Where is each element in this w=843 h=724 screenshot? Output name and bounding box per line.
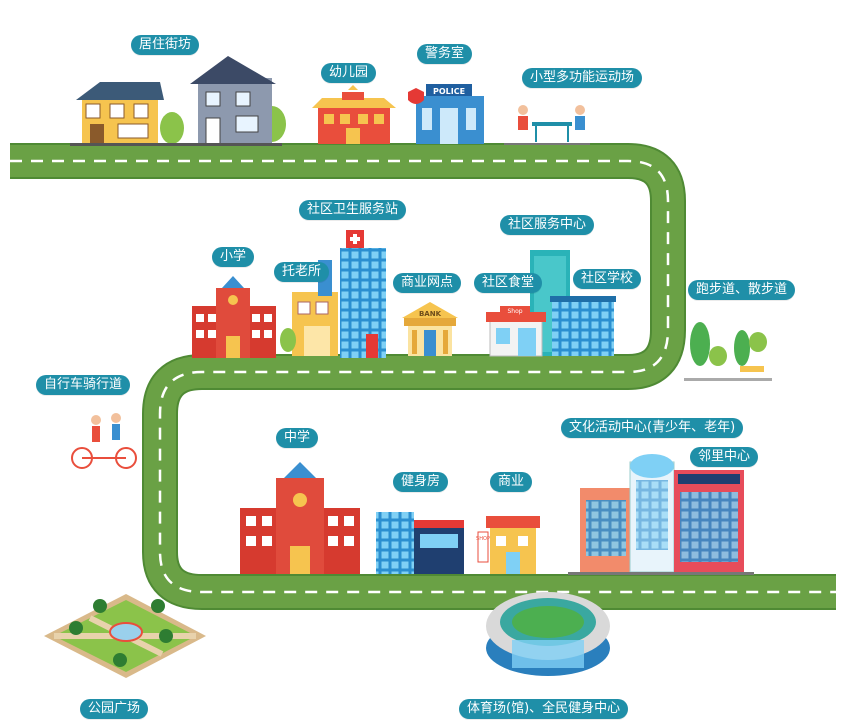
community-school-building bbox=[550, 296, 616, 356]
residential-houses bbox=[70, 56, 286, 146]
park-plaza bbox=[44, 594, 206, 678]
primary-school-building bbox=[192, 276, 276, 358]
kindergarten-building bbox=[312, 85, 396, 144]
stadium bbox=[486, 592, 610, 676]
label-canteen: 社区食堂 bbox=[474, 273, 543, 293]
bank-sign-text: BANK bbox=[419, 310, 442, 318]
health-station-building bbox=[340, 230, 386, 358]
label-gym: 健身房 bbox=[393, 472, 449, 492]
label-culture-center: 文化活动中心(青少年、老年) bbox=[561, 418, 744, 438]
label-middle-school: 中学 bbox=[276, 428, 319, 448]
label-elderly-care: 托老所 bbox=[274, 262, 330, 282]
label-sports-court: 小型多功能运动场 bbox=[522, 68, 643, 88]
shop-sign-text: Shop bbox=[507, 308, 522, 315]
bank-building: BANK bbox=[402, 302, 458, 356]
table-tennis-court bbox=[504, 105, 590, 145]
label-commercial-outlet: 商业网点 bbox=[393, 273, 462, 293]
gym-building bbox=[376, 512, 464, 574]
shop-vertical-sign: SHOP bbox=[476, 536, 490, 542]
culture-center-building bbox=[568, 454, 754, 575]
label-commerce: 商业 bbox=[490, 472, 533, 492]
label-primary-school: 小学 bbox=[212, 247, 255, 267]
police-station: POLICE bbox=[408, 84, 484, 144]
winding-road bbox=[10, 143, 836, 610]
label-kindergarten: 幼儿园 bbox=[321, 63, 377, 83]
middle-school-building bbox=[240, 462, 360, 574]
commerce-shop-building: SHOP bbox=[476, 516, 540, 574]
park-trees bbox=[684, 322, 772, 381]
label-residential: 居住街坊 bbox=[131, 35, 200, 55]
label-community-school: 社区学校 bbox=[573, 269, 642, 289]
label-bike-lane: 自行车骑行道 bbox=[36, 375, 131, 395]
label-neighborhood-center: 邻里中心 bbox=[690, 447, 759, 467]
shield-icon bbox=[408, 88, 424, 104]
label-jogging: 跑步道、散步道 bbox=[688, 280, 796, 300]
label-police: 警务室 bbox=[417, 44, 473, 64]
tandem-bicycle bbox=[71, 413, 137, 469]
label-park: 公园广场 bbox=[80, 699, 149, 719]
police-sign-text: POLICE bbox=[433, 87, 465, 96]
label-service-center: 社区服务中心 bbox=[500, 215, 595, 235]
label-stadium: 体育场(馆)、全民健身中心 bbox=[459, 699, 629, 719]
label-health-station: 社区卫生服务站 bbox=[299, 200, 407, 220]
canteen-building: Shop bbox=[486, 306, 546, 357]
